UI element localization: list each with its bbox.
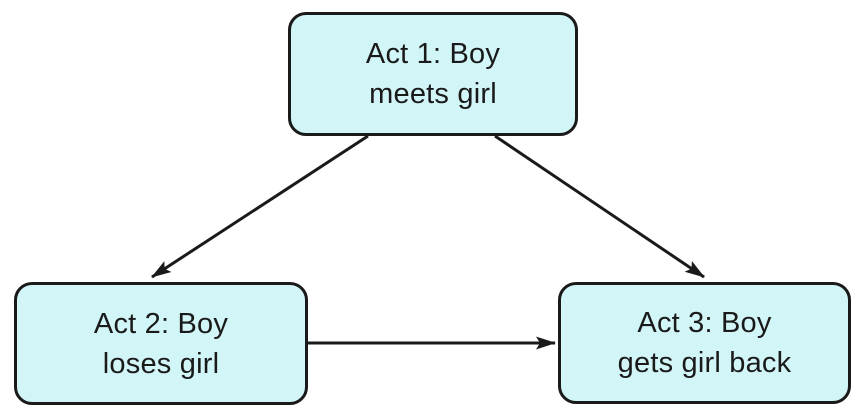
node-act2: Act 2: Boy loses girl [14, 282, 308, 405]
node-act3-label-line1: Act 3: Boy [637, 307, 772, 339]
node-act3-label-line2: gets girl back [617, 347, 792, 379]
node-act2-label-line2: loses girl [102, 347, 220, 380]
node-act2-label-line1: Act 2: Boy [93, 307, 229, 340]
node-act1-label-line2: meets girl [369, 78, 497, 110]
edge-act1-act2 [151, 134, 369, 279]
node-act1-label-line1: Act 1: Boy [365, 38, 501, 70]
edge-act1-act3 [494, 134, 705, 279]
node-act3: Act 3: Boy gets girl back [558, 282, 851, 404]
node-act1: Act 1: Boy meets girl [288, 12, 578, 136]
